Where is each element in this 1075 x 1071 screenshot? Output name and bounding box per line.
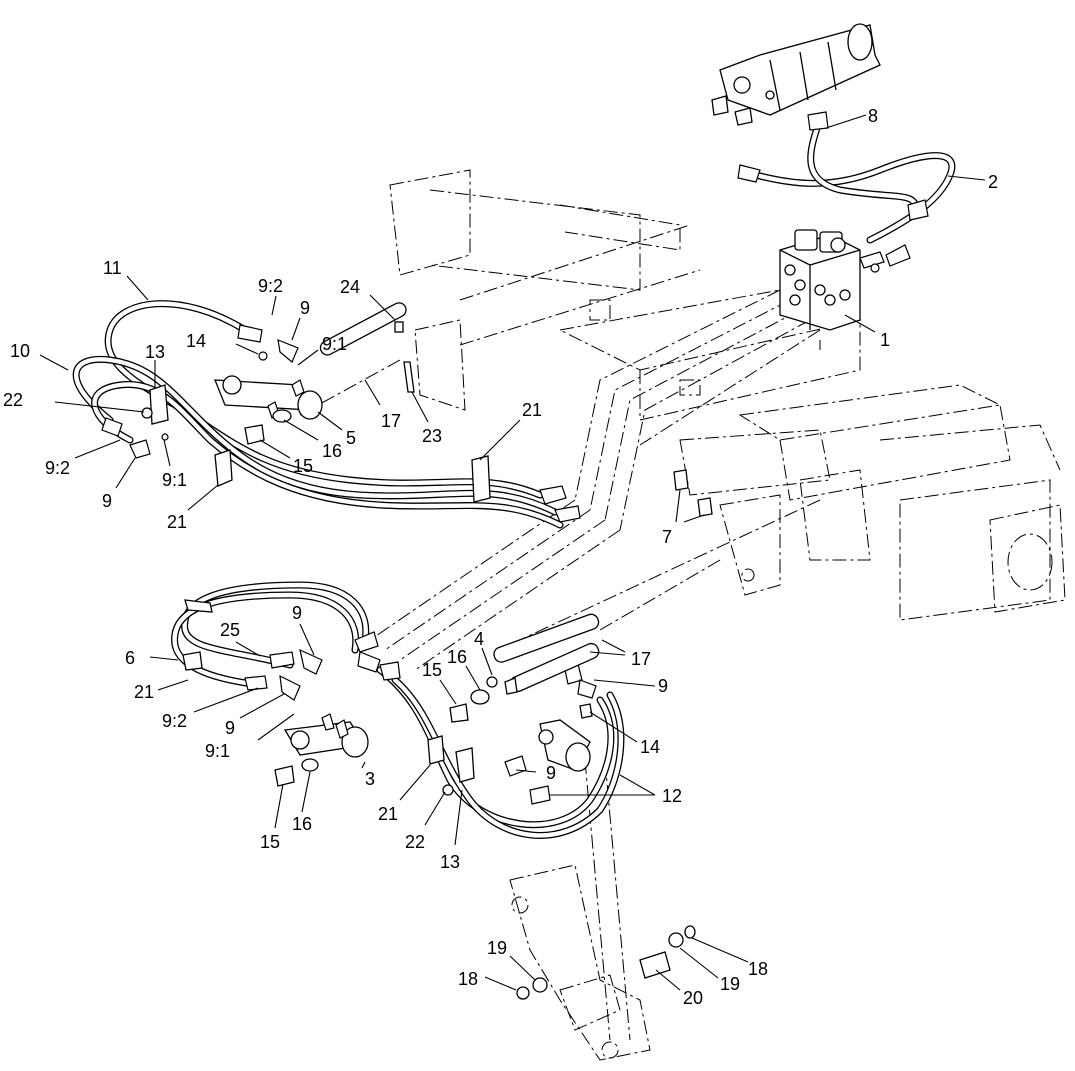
pressure-hose — [737, 111, 956, 244]
callout-18-b: 18 — [748, 959, 768, 979]
valve-mount-bolts — [673, 469, 713, 517]
control-valve — [779, 229, 911, 331]
callout-13-a: 13 — [145, 342, 165, 362]
callout-10: 10 — [10, 341, 30, 361]
callout-2: 2 — [988, 172, 998, 192]
callout-9-b: 9 — [102, 491, 112, 511]
callout-18-a: 18 — [458, 969, 478, 989]
callout-21-c: 21 — [134, 682, 154, 702]
callout-5: 5 — [346, 428, 356, 448]
pivot-bushings — [516, 925, 696, 1000]
callout-22-a: 22 — [3, 390, 23, 410]
callout-15-a: 15 — [293, 456, 313, 476]
callout-16-a: 16 — [322, 441, 342, 461]
callout-3: 3 — [365, 769, 375, 789]
callout-15-b: 15 — [422, 660, 442, 680]
callout-4: 4 — [474, 629, 484, 649]
callout-21-d: 21 — [378, 804, 398, 824]
callout-19-a: 19 — [487, 938, 507, 958]
callout-9-1-b: 9:1 — [162, 470, 187, 490]
lower-lift-cylinder — [274, 713, 369, 787]
callout-9-e: 9 — [658, 676, 668, 696]
frame-phantom-lines — [389, 169, 1066, 1061]
callout-17-b: 17 — [631, 649, 651, 669]
callout-16-c: 16 — [292, 814, 312, 834]
callout-6: 6 — [125, 648, 135, 668]
left-lift-cylinder — [214, 302, 407, 420]
callout-11: 11 — [103, 258, 122, 278]
callout-13-b: 13 — [440, 852, 460, 872]
callout-1: 1 — [880, 330, 890, 350]
callout-7: 7 — [662, 527, 672, 547]
callout-labels: 1 2 3 4 5 6 7 8 9 9 9 9 9 9 9:1 9:1 9:1 … — [3, 106, 998, 1008]
callout-9-c: 9 — [292, 603, 302, 623]
callout-9-1-a: 9:1 — [322, 334, 347, 354]
callout-19-b: 19 — [720, 974, 740, 994]
callout-17-a: 17 — [381, 411, 401, 431]
callout-23: 23 — [422, 426, 442, 446]
lower-cylinder-hardware — [449, 613, 600, 772]
lower-hose-bundle — [171, 581, 625, 839]
callout-9-a: 9 — [300, 298, 310, 318]
callout-14-a: 14 — [186, 331, 206, 351]
callout-21-a: 21 — [522, 400, 542, 420]
callout-20: 20 — [683, 988, 703, 1008]
left-hose-bundle — [72, 300, 581, 529]
callout-24: 24 — [340, 277, 360, 297]
callout-25: 25 — [220, 620, 240, 640]
callout-9-d: 9 — [225, 718, 235, 738]
callout-21-b: 21 — [167, 512, 187, 532]
callout-22-b: 22 — [405, 832, 425, 852]
callout-16-b: 16 — [447, 647, 467, 667]
left-cylinder-hardware — [244, 321, 415, 445]
leader-lines — [39, 114, 986, 991]
callout-8: 8 — [868, 106, 878, 126]
callout-9-1-c: 9:1 — [205, 741, 230, 761]
callout-9-f: 9 — [546, 763, 556, 783]
callout-15-c: 15 — [260, 832, 280, 852]
callout-9-2-b: 9:2 — [45, 458, 70, 478]
callout-12: 12 — [662, 786, 682, 806]
hydraulic-pump — [711, 23, 881, 126]
callout-14-b: 14 — [640, 737, 660, 757]
callout-9-2-c: 9:2 — [162, 711, 187, 731]
callout-9-2-a: 9:2 — [258, 276, 283, 296]
